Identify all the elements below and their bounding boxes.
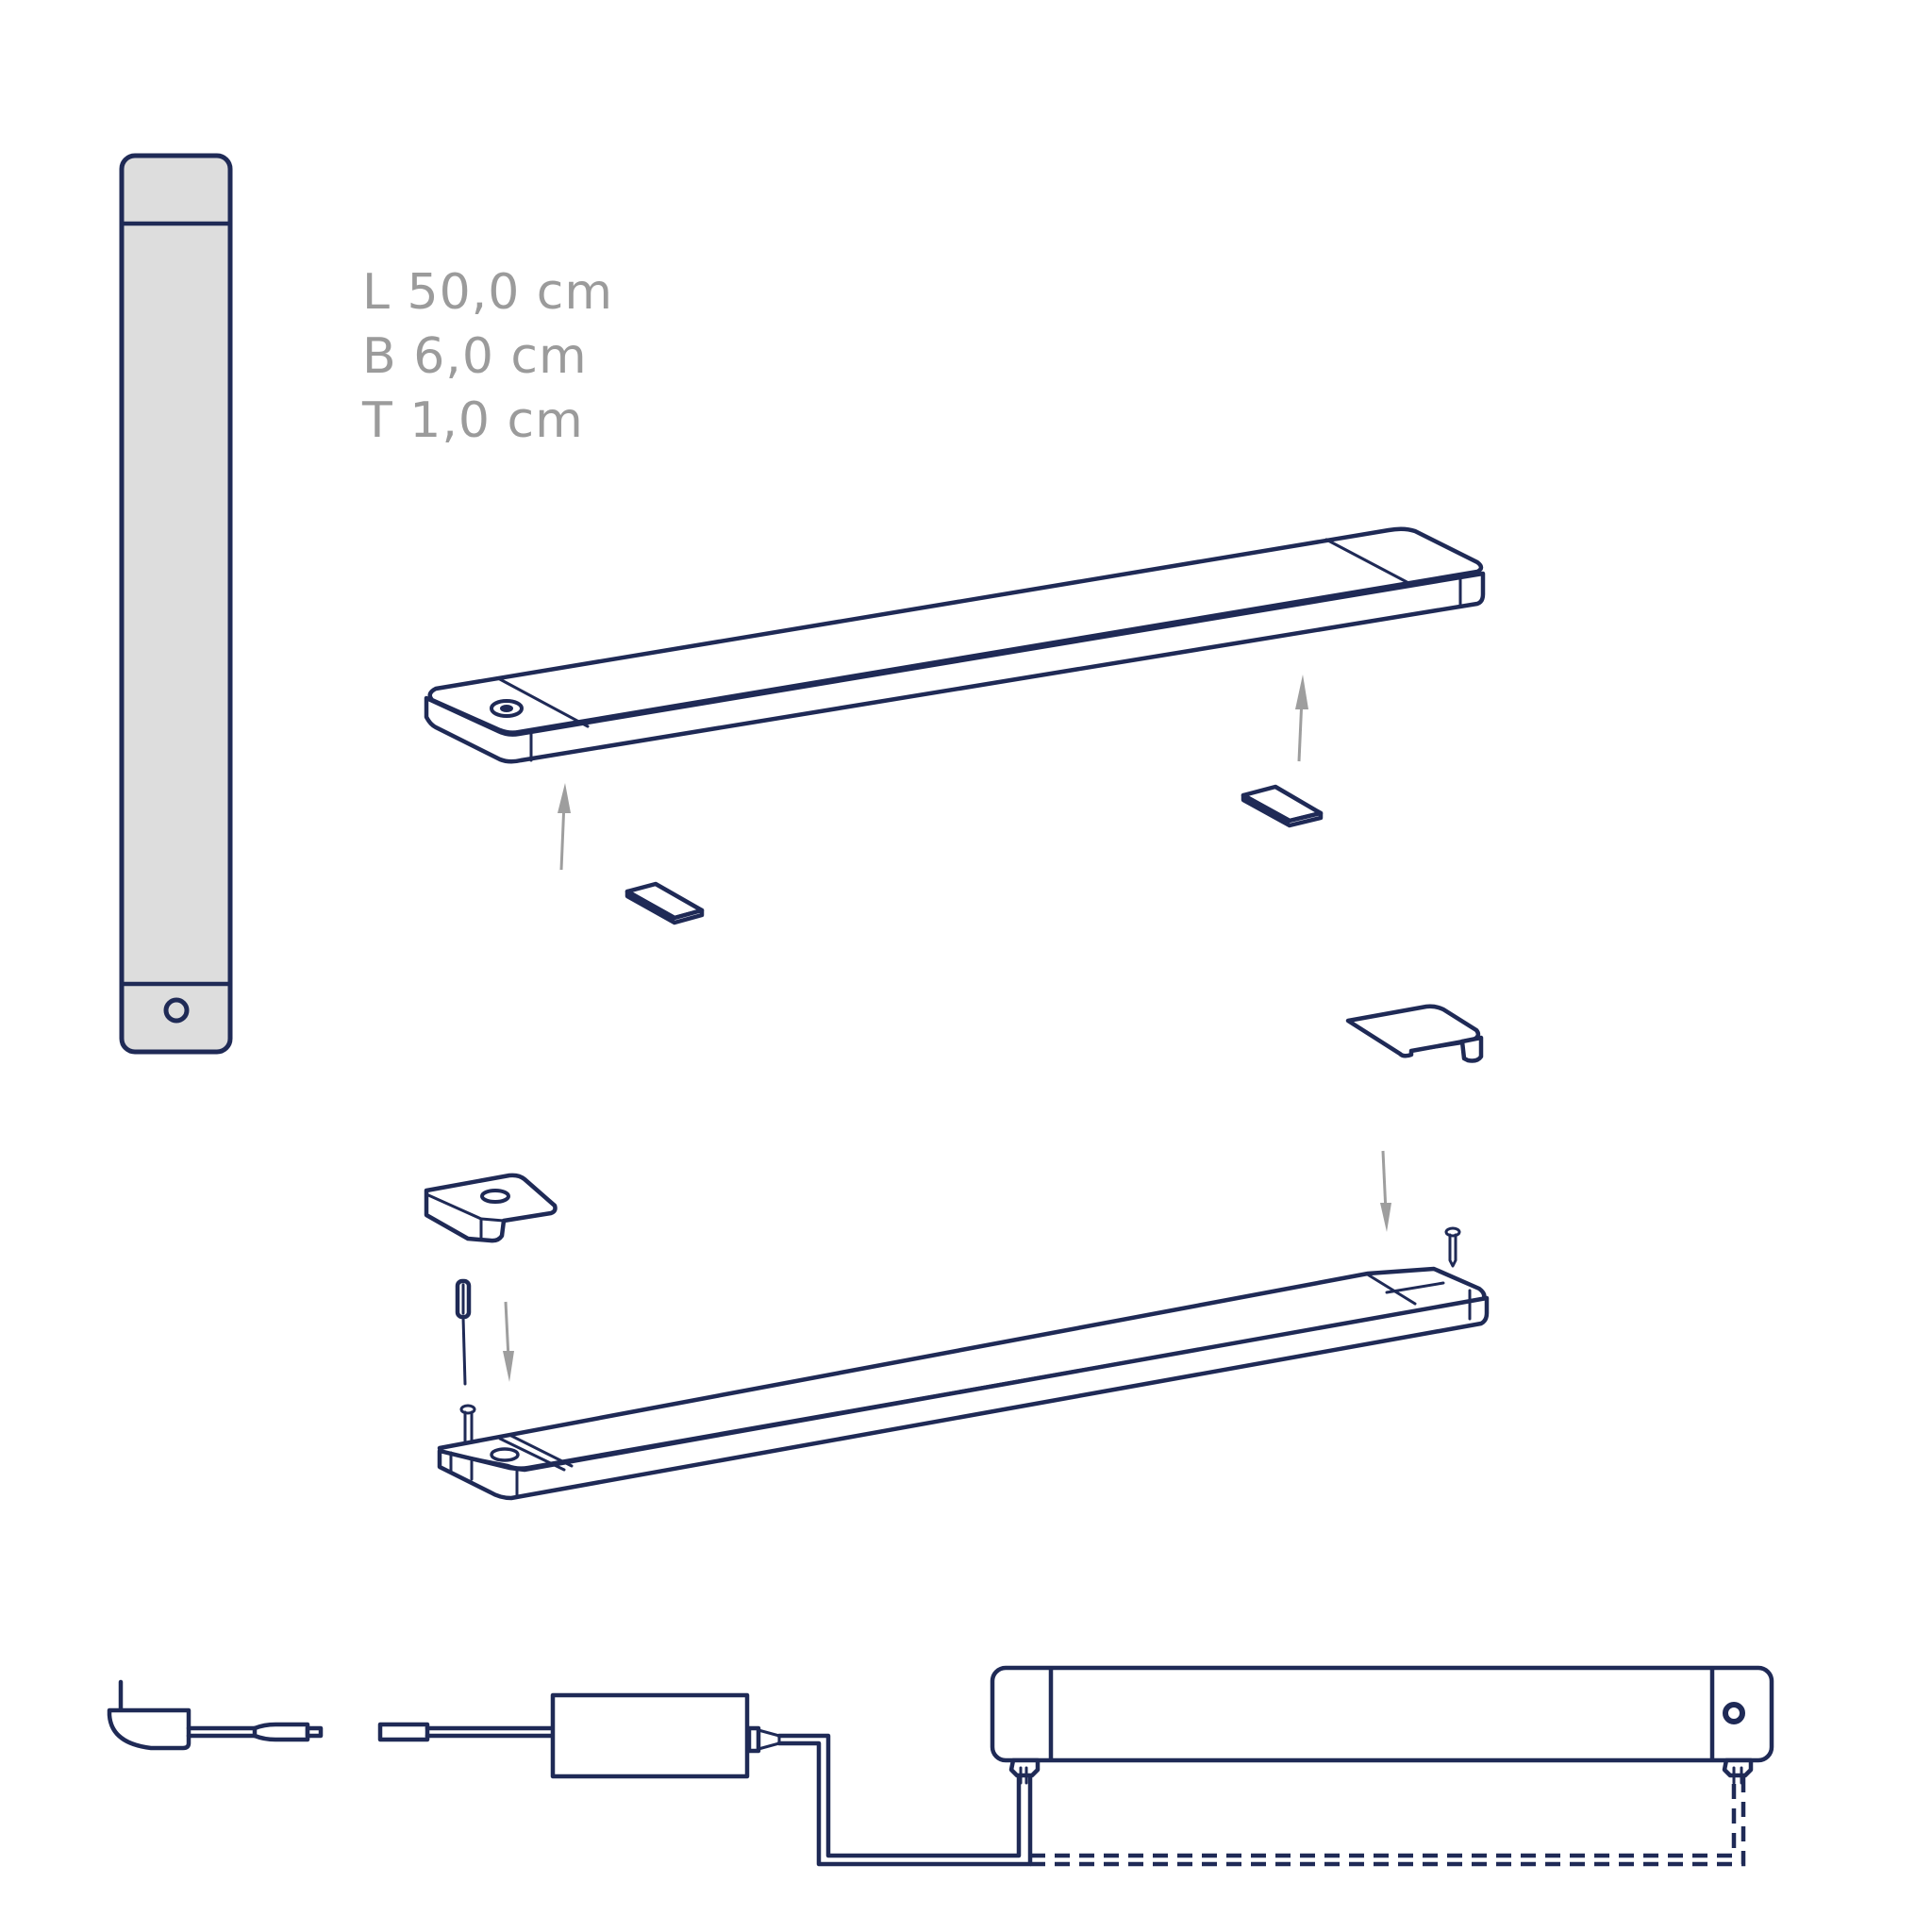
driver-box: [377, 1692, 781, 1779]
front-view-bar: [119, 153, 233, 1055]
dimension-width: B 6,0 cm: [362, 328, 588, 385]
wiring-dashed: [1030, 1775, 1746, 1867]
adhesive-pad-right: [1241, 784, 1324, 828]
end-cap-right: [1345, 1004, 1484, 1063]
light-bar-top: [424, 526, 1486, 764]
screw-right: [1444, 1226, 1461, 1268]
adhesive-pad-left: [625, 881, 705, 925]
power-plug: [107, 1679, 324, 1751]
sensor-button-icon: [163, 997, 190, 1024]
wiring-solid: [776, 1733, 1033, 1867]
dimension-depth: T 1,0 cm: [362, 392, 584, 449]
connected-bar: [990, 1665, 1774, 1785]
dimension-length: L 50,0 cm: [362, 264, 614, 321]
screwdriver: [455, 1278, 472, 1386]
dimension-labels: L 50,0 cm B 6,0 cm T 1,0 cm: [362, 260, 613, 453]
clip-hole-icon: [480, 1189, 510, 1204]
sensor-button-icon: [1723, 1702, 1745, 1724]
arrow-endcap-down: [1380, 1150, 1391, 1232]
mounting-clip-left: [424, 1173, 558, 1243]
arrow-pad-left-up: [558, 783, 571, 871]
mounting-profile: [437, 1266, 1490, 1501]
arrow-clip-down: [503, 1301, 514, 1382]
arrow-pad-right-up: [1295, 675, 1308, 762]
